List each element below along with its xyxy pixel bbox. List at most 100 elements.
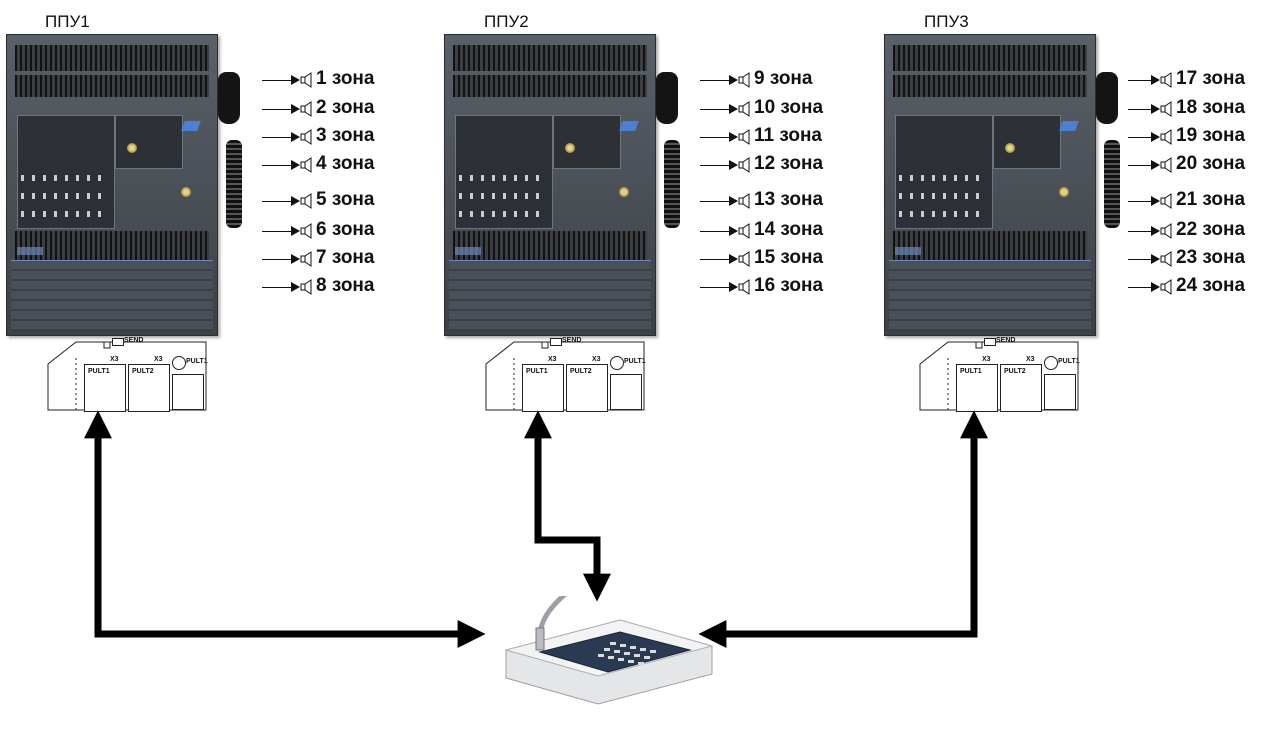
- speaker-icon: [738, 251, 750, 267]
- control-panel: [17, 115, 115, 229]
- zone-label: 5 зона: [316, 189, 375, 210]
- zone-label: 19 зона: [1176, 125, 1246, 146]
- button-row: [21, 211, 109, 217]
- zone-label: 20 зона: [1176, 153, 1246, 174]
- zone-arrow: [262, 104, 300, 114]
- zone-label: 4 зона: [316, 153, 375, 174]
- zone-arrow: [700, 226, 738, 236]
- vent-grill: [453, 75, 647, 97]
- send-button-icon: [112, 338, 124, 346]
- zone-arrow: [700, 196, 738, 206]
- key-lock-icon: [1059, 187, 1069, 197]
- zone-arrow: [262, 132, 300, 142]
- speaker-icon: [1160, 251, 1172, 267]
- speaker-icon: [1160, 129, 1172, 145]
- key-lock-icon: [1005, 143, 1015, 153]
- speaker-icon: [300, 223, 312, 239]
- zone-label: 1 зона: [316, 68, 375, 89]
- speaker-icon: [738, 157, 750, 173]
- button-row: [459, 175, 547, 181]
- zone-arrow: [262, 75, 300, 85]
- control-cabinet-1: [6, 34, 218, 336]
- button-row: [899, 175, 987, 181]
- display-panel: [115, 115, 183, 169]
- vent-grill: [15, 75, 209, 97]
- terminal-block: [172, 374, 204, 410]
- pult2-label: PULT2: [1004, 368, 1026, 375]
- logo-icon: [1059, 121, 1079, 131]
- zone-arrow: [700, 282, 738, 292]
- speaker-icon: [300, 251, 312, 267]
- speaker-icon: [1160, 72, 1172, 88]
- zone-label: 16 зона: [754, 275, 824, 296]
- zone-label: 17 зона: [1176, 68, 1246, 89]
- zone-arrow: [1128, 75, 1160, 85]
- speaker-icon: [300, 157, 312, 173]
- key-label: PULT1: [1058, 358, 1080, 365]
- unit-label-1: ППУ1: [45, 12, 90, 31]
- x-label: X3: [982, 356, 991, 363]
- zone-arrow: [1128, 160, 1160, 170]
- pult1-label: PULT1: [526, 368, 548, 375]
- zone-arrow: [700, 104, 738, 114]
- mic-base: [535, 627, 545, 651]
- brand-plate: [17, 247, 43, 255]
- key-label: PULT1: [624, 358, 646, 365]
- x-label: X3: [592, 356, 601, 363]
- pult1-port: [84, 364, 126, 412]
- zone-arrow: [700, 254, 738, 264]
- cabinet-bottom: [449, 260, 651, 331]
- speaker-icon: [738, 279, 750, 295]
- send-label: SEND: [124, 337, 144, 344]
- unit-label-2: ППУ2: [484, 12, 529, 31]
- arrow-to-unit-1: [84, 410, 476, 638]
- zone-label: 8 зона: [316, 275, 375, 296]
- key-switch-icon: [610, 356, 624, 370]
- zone-arrow: [1128, 132, 1160, 142]
- zone-arrow: [262, 282, 300, 292]
- microphone-icon: [656, 72, 678, 124]
- speaker-icon: [738, 129, 750, 145]
- speaker-icon: [738, 223, 750, 239]
- control-panel: [455, 115, 553, 229]
- terminal-block: [610, 374, 642, 410]
- keypad-buttons: [598, 642, 656, 665]
- zone-arrow: [700, 160, 738, 170]
- zone-arrow: [1128, 226, 1160, 236]
- mic-cord: [226, 140, 242, 228]
- zone-label: 7 зона: [316, 247, 375, 268]
- vent-grill: [453, 45, 647, 71]
- vent-grill: [15, 231, 209, 261]
- display-panel: [553, 115, 621, 169]
- zone-label: 22 зона: [1176, 219, 1246, 240]
- zone-arrow: [262, 160, 300, 170]
- zone-label: 11 зона: [754, 125, 822, 146]
- arrow-to-unit-2: [524, 410, 597, 544]
- zone-arrow: [262, 254, 300, 264]
- send-label: SEND: [562, 337, 582, 344]
- key-lock-icon: [619, 187, 629, 197]
- zone-label: 14 зона: [754, 219, 824, 240]
- cabinet-bottom: [889, 260, 1091, 331]
- pult-connector-3: SEND PULT1 PULT2 X3 X3 PULT1: [918, 337, 1088, 412]
- button-row: [899, 211, 987, 217]
- pult2-port: [566, 364, 608, 412]
- zone-label: 6 зона: [316, 219, 375, 240]
- button-row: [459, 211, 547, 217]
- zone-arrow: [1128, 282, 1160, 292]
- x-label: X3: [154, 356, 163, 363]
- key-switch-icon: [1044, 356, 1058, 370]
- button-row: [459, 193, 547, 199]
- speaker-icon: [300, 193, 312, 209]
- vent-grill: [15, 45, 209, 71]
- mic-cord: [664, 140, 680, 228]
- zone-arrow: [1128, 254, 1160, 264]
- microphone-icon: [218, 72, 240, 124]
- speaker-icon: [1160, 193, 1172, 209]
- cabinet-bottom: [11, 260, 213, 331]
- vent-grill: [893, 75, 1087, 97]
- zone-label: 21 зона: [1176, 189, 1246, 210]
- speaker-icon: [300, 101, 312, 117]
- pult-connector-1: SEND PULT1 PULT2 X3 X3 PULT1: [46, 337, 216, 412]
- zone-arrow: [700, 132, 738, 142]
